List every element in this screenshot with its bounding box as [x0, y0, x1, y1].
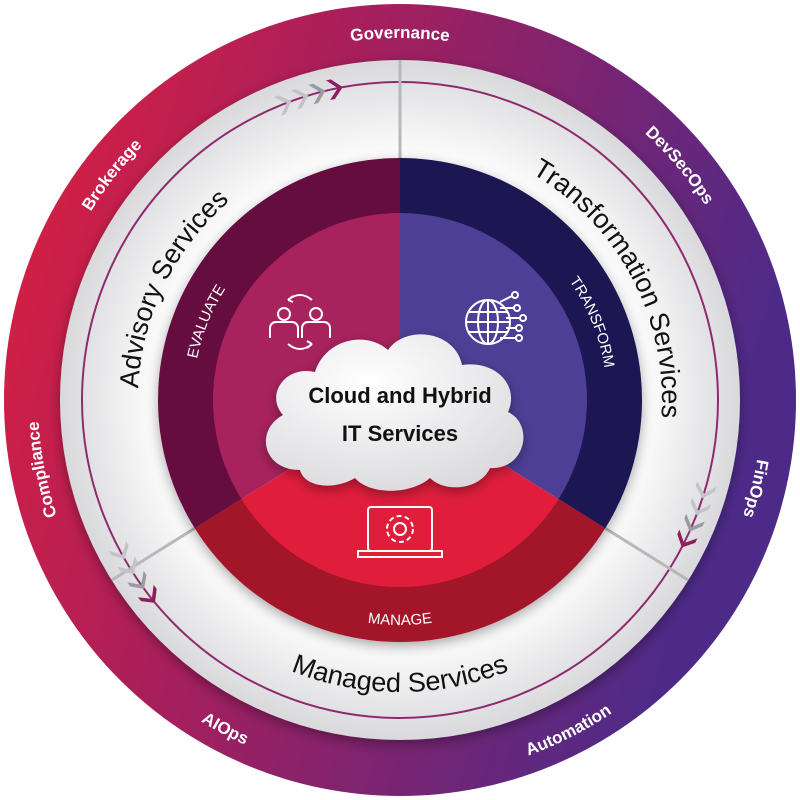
chevron-arrow — [273, 95, 292, 116]
chevron-arrow — [127, 570, 147, 589]
chevron-arrow — [308, 83, 326, 105]
pie-sector-manage — [241, 400, 559, 587]
phase-ring — [158, 158, 642, 642]
chevron-arrow — [290, 89, 309, 110]
chevron-arrow — [137, 584, 157, 603]
band-divider — [604, 526, 690, 582]
chevron-arrow — [117, 556, 138, 575]
people-exchange-icon — [269, 294, 331, 350]
center-cloud — [265, 334, 524, 491]
center-title-line2: IT Services — [342, 421, 458, 446]
chevron-arrow — [108, 541, 129, 560]
ring-segment-manage — [194, 498, 606, 642]
chevron-arrow — [325, 79, 343, 100]
label-manage-path: MANAGE — [367, 610, 433, 629]
label-manage: MANAGE — [367, 610, 433, 629]
chevron-arrow — [677, 529, 698, 548]
globe-network-icon — [465, 291, 527, 345]
ring-segment-evaluate — [158, 158, 400, 529]
chevron-arrow — [690, 497, 712, 516]
center-title-line1: Cloud and Hybrid — [308, 383, 491, 408]
laptop-gear-icon — [357, 506, 443, 558]
chevron-arrow — [684, 513, 705, 532]
chevron-arrow — [695, 481, 717, 499]
chevron-arrows — [108, 79, 717, 603]
ring-segment-transform — [400, 158, 642, 529]
